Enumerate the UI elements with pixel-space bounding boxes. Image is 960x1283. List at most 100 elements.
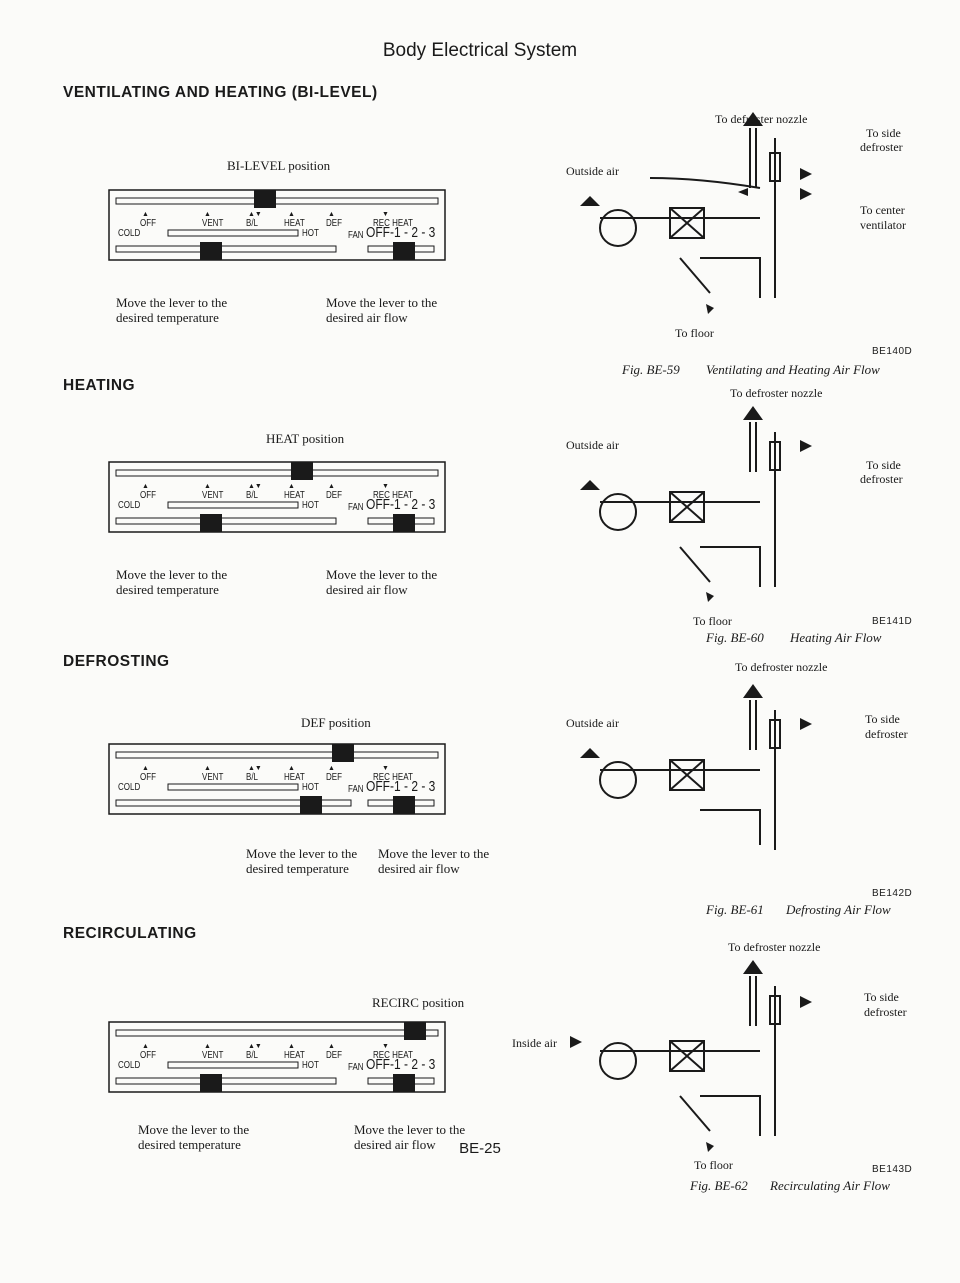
- mode-heat: HEAT: [284, 1050, 305, 1061]
- cold-label: COLD: [118, 1060, 141, 1071]
- label-side-defroster-1: To side: [866, 126, 901, 140]
- mode-bl: B/L: [246, 1050, 259, 1061]
- mode-vent: VENT: [202, 1050, 224, 1061]
- position-label-recirc: RECIRC position: [372, 995, 465, 1010]
- position-label-heat: HEAT position: [266, 431, 345, 446]
- section-title-bilevel: VENTILATING AND HEATING (BI-LEVEL): [63, 84, 378, 101]
- airflow-diagram-defrosting: To defroster nozzle To side defroster Ou…: [560, 660, 930, 890]
- fan-label: FAN: [348, 230, 364, 241]
- fan-speeds: OFF-1 - 2 - 3: [366, 778, 436, 795]
- svg-text:▲: ▲: [328, 482, 335, 490]
- note-temperature-2b: desired temperature: [116, 582, 219, 597]
- mode-heat: HEAT: [284, 218, 305, 229]
- label-air-source: Outside air: [566, 716, 619, 730]
- mode-def: DEF: [326, 490, 342, 501]
- svg-text:▲: ▲: [142, 210, 149, 218]
- svg-text:▲: ▲: [328, 764, 335, 772]
- label-side-defroster-2: defroster: [864, 1005, 907, 1019]
- fan-speeds: OFF-1 - 2 - 3: [366, 1056, 436, 1073]
- note-temperature-1a: Move the lever to the: [116, 295, 228, 310]
- mode-vent: VENT: [202, 772, 224, 783]
- mode-heat: HEAT: [284, 490, 305, 501]
- label-air-source: Outside air: [566, 164, 619, 178]
- svg-text:▲▼: ▲▼: [248, 210, 262, 218]
- label-side-defroster-1: To side: [865, 712, 900, 726]
- fan-speeds: OFF-1 - 2 - 3: [366, 496, 436, 513]
- note-temperature-1b: desired temperature: [116, 310, 219, 325]
- page-number: BE-25: [459, 1140, 501, 1157]
- label-side-defroster-1: To side: [864, 990, 899, 1004]
- cold-label: COLD: [118, 228, 141, 239]
- hot-label: HOT: [302, 1060, 319, 1071]
- label-center-ventilator-2: ventilator: [860, 218, 906, 232]
- note-airflow-3a: Move the lever to the: [378, 846, 490, 861]
- fan-speeds: OFF-1 - 2 - 3: [366, 224, 436, 241]
- control-panel-heat: ▲▲▲▼▲▲▼ OFF VENT B/L HEAT DEF REC HEAT C…: [108, 458, 448, 536]
- mode-bl: B/L: [246, 490, 259, 501]
- figure-code: BE143D: [872, 1164, 913, 1175]
- label-defroster-nozzle: To defroster nozzle: [728, 940, 821, 954]
- svg-text:▲: ▲: [204, 1042, 211, 1050]
- figure-code: BE140D: [872, 346, 913, 357]
- fan-label: FAN: [348, 1062, 364, 1073]
- figure-code: BE142D: [872, 888, 913, 899]
- svg-text:▲: ▲: [288, 482, 295, 490]
- note-airflow-1a: Move the lever to the: [326, 295, 438, 310]
- airflow-diagram-bilevel: To defroster nozzle To side defroster To…: [560, 108, 930, 340]
- svg-text:▲: ▲: [142, 1042, 149, 1050]
- cold-label: COLD: [118, 500, 141, 511]
- label-side-defroster-2: defroster: [860, 472, 903, 486]
- control-panel-bilevel: ▲▲▲▼▲▲▼ OFF VENT B/L HEAT DEF REC HEAT C…: [108, 186, 448, 264]
- mode-heat: HEAT: [284, 772, 305, 783]
- svg-text:▲▼: ▲▼: [248, 482, 262, 490]
- note-airflow-3b: desired air flow: [378, 861, 460, 876]
- fan-label: FAN: [348, 784, 364, 795]
- svg-text:▲: ▲: [204, 482, 211, 490]
- position-label-def: DEF position: [301, 715, 371, 730]
- mode-vent: VENT: [202, 218, 224, 229]
- section-title-defrosting: DEFROSTING: [63, 653, 170, 670]
- mode-bl: B/L: [246, 218, 259, 229]
- airflow-diagram-recirculating: To defroster nozzle To side defroster In…: [512, 936, 930, 1172]
- note-temperature-3a: Move the lever to the: [246, 846, 358, 861]
- label-center-ventilator-1: To center: [860, 203, 905, 217]
- hot-label: HOT: [302, 228, 319, 239]
- label-side-defroster-2: defroster: [860, 140, 903, 154]
- note-airflow-2a: Move the lever to the: [326, 567, 438, 582]
- note-temperature-4a: Move the lever to the: [138, 1122, 250, 1137]
- cold-label: COLD: [118, 782, 141, 793]
- svg-text:▼: ▼: [382, 1042, 389, 1050]
- note-airflow-2b: desired air flow: [326, 582, 408, 597]
- mode-off: OFF: [140, 1050, 156, 1061]
- svg-text:▼: ▼: [382, 764, 389, 772]
- section-title-heating: HEATING: [63, 377, 136, 394]
- hot-label: HOT: [302, 500, 319, 511]
- mode-def: DEF: [326, 1050, 342, 1061]
- label-defroster-nozzle: To defroster nozzle: [735, 660, 828, 674]
- airflow-diagram-heating: To defroster nozzle To side defroster Ou…: [560, 382, 930, 628]
- control-panel-def: ▲▲▲▼▲▲▼ OFF VENT B/L HEAT DEF REC HEAT C…: [108, 740, 448, 818]
- fan-label: FAN: [348, 502, 364, 513]
- figure-caption-num: Fig. BE-61: [706, 902, 764, 917]
- mode-rec-heat: REC HEAT: [373, 218, 413, 229]
- note-temperature-3b: desired temperature: [246, 861, 349, 876]
- svg-text:▼: ▼: [382, 482, 389, 490]
- mode-def: DEF: [326, 218, 342, 229]
- svg-text:▲▼: ▲▼: [248, 764, 262, 772]
- svg-text:▲: ▲: [204, 210, 211, 218]
- mode-rec-heat: REC HEAT: [373, 1050, 413, 1061]
- mode-off: OFF: [140, 218, 156, 229]
- figure-caption-num: Fig. BE-59: [622, 362, 680, 377]
- svg-text:▲: ▲: [142, 764, 149, 772]
- label-air-source: Inside air: [512, 1036, 557, 1050]
- mode-bl: B/L: [246, 772, 259, 783]
- figure-caption-num: Fig. BE-62: [690, 1178, 748, 1193]
- figure-caption-title: Heating Air Flow: [790, 630, 882, 645]
- hot-label: HOT: [302, 782, 319, 793]
- figure-caption-title: Ventilating and Heating Air Flow: [706, 362, 880, 377]
- label-defroster-nozzle: To defroster nozzle: [730, 386, 823, 400]
- svg-text:▲: ▲: [328, 210, 335, 218]
- svg-text:▲: ▲: [288, 210, 295, 218]
- svg-text:▲: ▲: [288, 764, 295, 772]
- mode-vent: VENT: [202, 490, 224, 501]
